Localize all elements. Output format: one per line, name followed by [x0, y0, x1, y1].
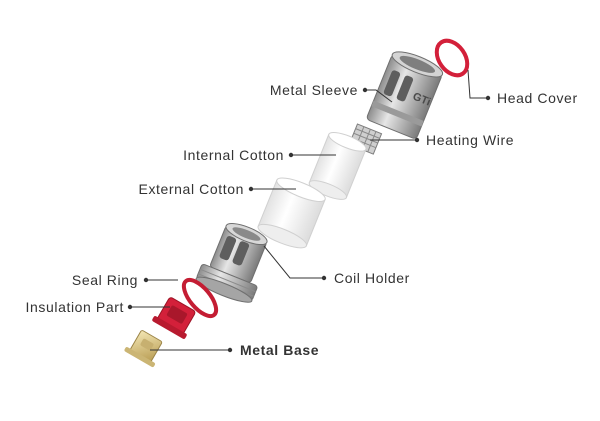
- label-insulation-part: Insulation Part: [25, 299, 124, 315]
- head-cover-part: [434, 38, 470, 78]
- label-heating-wire: Heating Wire: [426, 132, 515, 148]
- label-metal-sleeve: Metal Sleeve: [269, 82, 358, 98]
- label-head-cover: Head Cover: [497, 90, 578, 106]
- label-seal-ring: Seal Ring: [71, 272, 138, 288]
- metal-base-part: [124, 330, 163, 368]
- label-external-cotton: External Cotton: [138, 181, 244, 197]
- internal-cotton-part: [308, 131, 367, 200]
- label-coil-holder: Coil Holder: [334, 270, 410, 286]
- coil-holder-part: [195, 223, 268, 303]
- metal-sleeve-part: GTi: [366, 51, 444, 139]
- leader-lines: [127, 69, 491, 353]
- label-metal-base: Metal Base: [240, 342, 320, 358]
- seal-ring-part: [181, 277, 219, 319]
- label-internal-cotton: Internal Cotton: [183, 147, 284, 163]
- external-cotton-part: [257, 177, 326, 249]
